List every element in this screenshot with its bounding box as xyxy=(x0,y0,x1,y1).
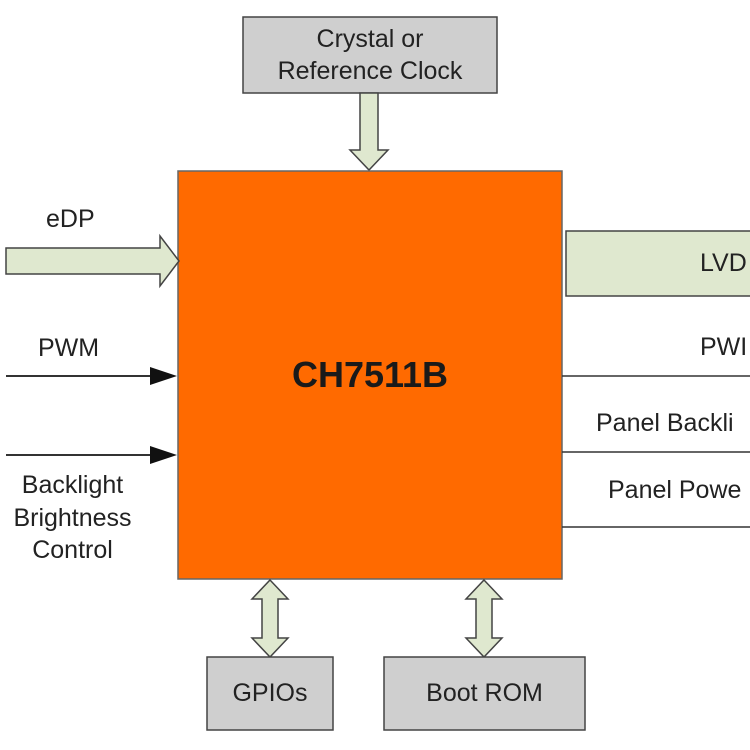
chip-label: CH7511B xyxy=(291,354,449,395)
backlight-input-label: Backlight Brightness Control xyxy=(13,471,132,565)
crystal-label: Crystal or Reference Clock xyxy=(277,24,463,86)
gpio-label: GPIOs xyxy=(232,679,308,708)
crystal-box xyxy=(242,16,498,94)
chip-box xyxy=(177,170,563,580)
pwm-input-arrowhead xyxy=(150,367,177,385)
gpio-arrow xyxy=(250,578,290,659)
clock-arrow xyxy=(348,92,390,172)
pwm-input-label: PWM xyxy=(38,334,100,362)
edp-arrow xyxy=(5,233,180,289)
backlight-input-arrowhead xyxy=(150,446,177,464)
lvds-arrow xyxy=(565,230,750,297)
boot-rom-label: Boot ROM xyxy=(426,679,543,708)
lvds-label: LVD xyxy=(700,249,747,277)
panel-backlight-label: Panel Backli xyxy=(596,409,734,437)
pwm-output-label: PWI xyxy=(700,333,748,361)
panel-power-label: Panel Powe xyxy=(608,476,742,504)
boot-rom-box xyxy=(383,656,586,731)
edp-label: eDP xyxy=(46,205,95,233)
boot-rom-arrow xyxy=(464,578,504,659)
gpio-box xyxy=(206,656,334,731)
